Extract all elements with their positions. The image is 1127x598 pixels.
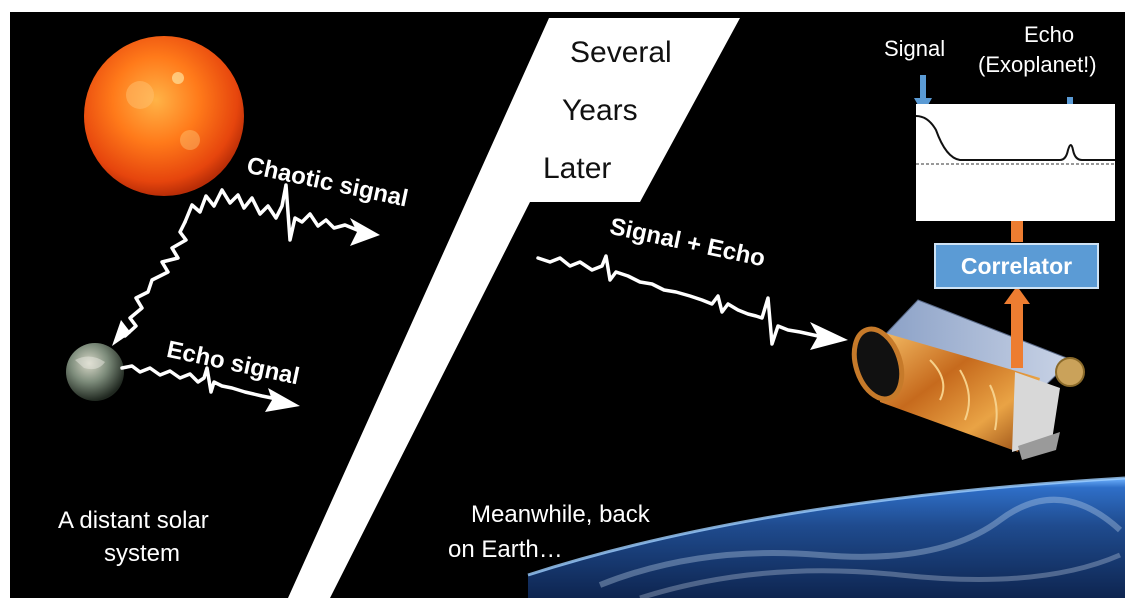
echo-signal-wave: [120, 364, 300, 412]
plot-echo-label-line1: Echo: [1024, 22, 1075, 47]
exoplanet-image: [66, 343, 124, 401]
chaotic-signal-wave: [183, 183, 380, 246]
correlator-label: Correlator: [960, 252, 1073, 279]
correlation-plot: [915, 104, 1115, 221]
orange-arrow-lower: [1004, 286, 1030, 368]
echo-path-wave: [112, 220, 188, 346]
correlation-curve: [915, 115, 1115, 161]
sun-image: [84, 36, 244, 196]
earth-horizon: [527, 476, 1126, 598]
signal-plus-echo-wave: [536, 254, 848, 350]
correlator-box: Correlator: [934, 243, 1099, 289]
banner-text-line1: Several: [570, 36, 672, 69]
plot-echo-label-line2: (Exoplanet!): [978, 52, 1097, 77]
banner-text-line3: Later: [543, 152, 612, 185]
plot-signal-label: Signal: [884, 36, 946, 61]
right-caption-line2: on Earth…: [448, 536, 563, 563]
left-caption-line2: system: [104, 540, 181, 567]
telescope-image: [851, 299, 1085, 460]
left-caption-line1: A distant solar: [58, 507, 209, 534]
banner-text-line2: Years: [562, 94, 638, 127]
time-banner-shape: [288, 18, 740, 598]
right-caption-line1: Meanwhile, back: [471, 501, 650, 528]
